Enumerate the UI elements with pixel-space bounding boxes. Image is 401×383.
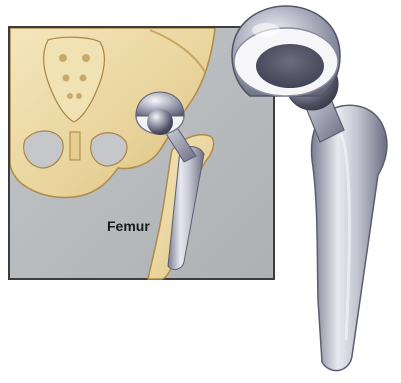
femur-label: Femur [107, 218, 150, 234]
acetabular-cup [232, 6, 340, 96]
